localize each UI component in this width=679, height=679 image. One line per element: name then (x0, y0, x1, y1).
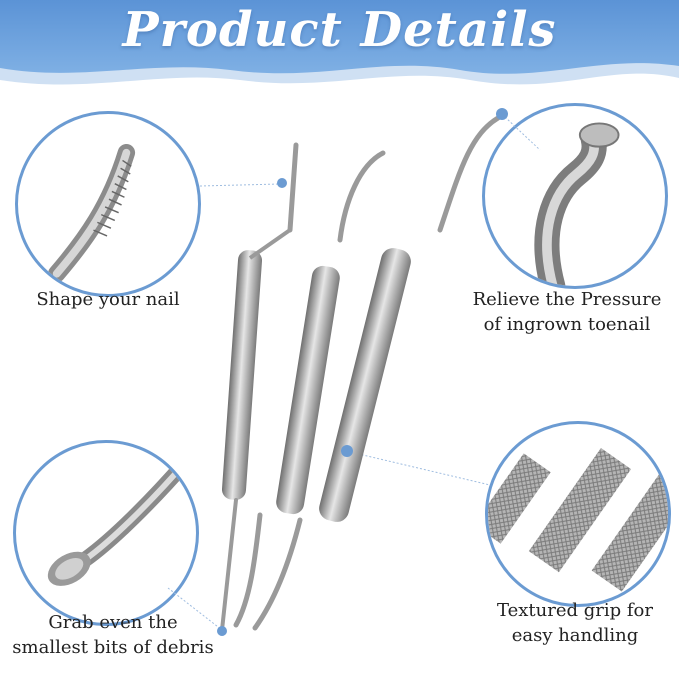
caption-line: of ingrown toenail (483, 314, 651, 335)
callout-dot (277, 178, 287, 188)
page-title: Product Details (122, 2, 557, 58)
caption-line: easy handling (511, 625, 639, 646)
caption-shape-nail: Shape your nail (20, 287, 196, 312)
caption-line: Relieve the Pressure (472, 289, 662, 310)
caption-line: smallest bits of debris (12, 637, 214, 658)
caption-text: Shape your nail (36, 289, 180, 310)
nail-file-closeup (15, 111, 201, 297)
tool-nail-file (220, 142, 299, 632)
header-banner: Product Details (0, 0, 679, 110)
caption-line: Textured grip for (497, 600, 653, 621)
tool-hooked-lifter (252, 115, 501, 631)
caption-line: Grab even the (48, 612, 178, 633)
wave-background (0, 0, 679, 85)
tool-curved-scoop (233, 150, 386, 628)
grip-texture-closeup (485, 421, 671, 607)
caption-relieve-pressure: Relieve the Pressure of ingrown toenail (462, 287, 672, 337)
caption-textured-grip: Textured grip for easy handling (480, 598, 670, 648)
scoop-tip-closeup (13, 440, 199, 626)
callout-dot (341, 445, 353, 457)
curved-tip-closeup (482, 103, 668, 289)
callout-dot (217, 626, 227, 636)
caption-grab-debris: Grab even the smallest bits of debris (8, 610, 218, 660)
